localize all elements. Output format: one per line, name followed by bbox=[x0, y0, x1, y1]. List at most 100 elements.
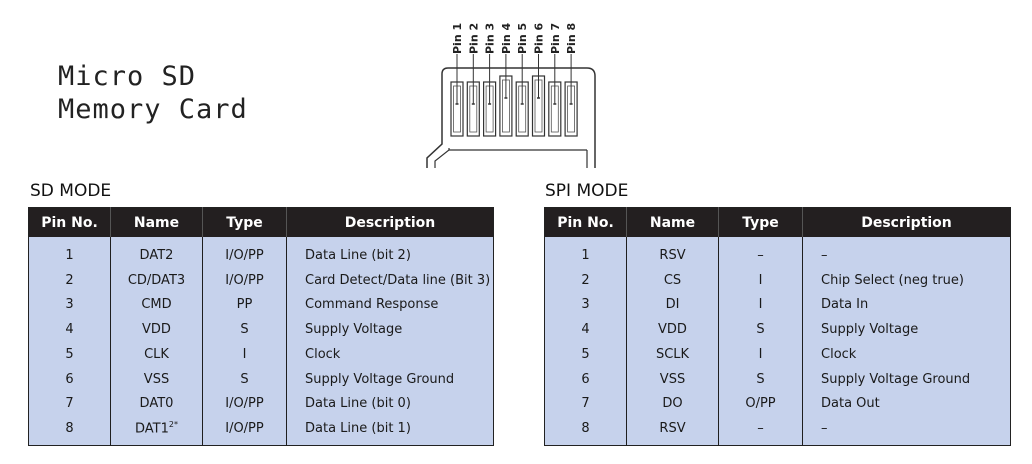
pin-number-cell-text: 2 bbox=[65, 272, 74, 288]
description-cell-text: Data Line (bit 2) bbox=[305, 247, 411, 263]
header-type: Type bbox=[202, 207, 287, 237]
type-cell: PP bbox=[202, 292, 287, 318]
description-cell-text: Data Line (bit 0) bbox=[305, 396, 411, 412]
description-cell: Supply Voltage bbox=[286, 317, 494, 342]
table-row: 4 VDD S Supply Voltage bbox=[29, 317, 494, 342]
description-cell: Data In bbox=[802, 292, 1011, 318]
pin-label-8: Pin 8 bbox=[565, 23, 578, 54]
name-cell: VSS bbox=[110, 366, 203, 392]
type-cell-text: I bbox=[242, 346, 247, 362]
name-cell: SCLK bbox=[626, 341, 719, 367]
card-outline bbox=[426, 67, 596, 168]
name-cell: DAT0 bbox=[110, 391, 203, 417]
pin-number-cell: 8 bbox=[29, 416, 111, 445]
type-cell: I bbox=[718, 341, 803, 367]
name-cell-text: RSV bbox=[659, 247, 686, 263]
name-cell: VDD bbox=[110, 317, 203, 342]
description-cell-text: Data In bbox=[821, 297, 869, 313]
name-cell: VDD bbox=[626, 317, 719, 342]
pin-number-cell-text: 1 bbox=[581, 247, 590, 263]
pin-label-2: Pin 2 bbox=[467, 23, 480, 54]
description-cell-text: Clock bbox=[305, 346, 341, 362]
type-cell-text: S bbox=[756, 371, 765, 387]
type-cell-text: PP bbox=[236, 297, 253, 313]
name-cell-text: DO bbox=[662, 396, 683, 412]
pin-number-cell: 5 bbox=[545, 342, 627, 367]
name-cell-text: CS bbox=[663, 272, 682, 288]
type-cell: – bbox=[718, 416, 803, 446]
spi-table-header: Pin No. Name Type Description bbox=[544, 207, 1011, 237]
pin-number-cell: 3 bbox=[29, 293, 111, 318]
description-cell-text: Clock bbox=[821, 346, 857, 362]
pin-label-5: Pin 5 bbox=[516, 23, 529, 54]
description-cell-text: Data Out bbox=[821, 396, 880, 412]
pin-number-cell: 4 bbox=[29, 317, 111, 342]
header-name: Name bbox=[626, 207, 719, 237]
name-cell-text: CD/DAT3 bbox=[127, 272, 186, 288]
type-cell-text: S bbox=[240, 322, 249, 338]
description-cell: Data Line (bit 1) bbox=[286, 416, 494, 446]
pin-number-cell: 3 bbox=[545, 293, 627, 318]
description-cell: Data Line (bit 2) bbox=[286, 237, 494, 268]
pin-label-7: Pin 7 bbox=[549, 23, 562, 54]
type-cell: I/O/PP bbox=[202, 267, 287, 293]
name-cell-text: DAT2 bbox=[139, 247, 174, 263]
description-cell: Chip Select (neg true) bbox=[802, 267, 1011, 293]
type-cell: S bbox=[202, 366, 287, 392]
pin-number-cell: 1 bbox=[545, 237, 627, 268]
header-type: Type bbox=[718, 207, 803, 237]
name-cell: CMD bbox=[110, 292, 203, 318]
description-cell: Clock bbox=[286, 341, 494, 367]
type-cell: S bbox=[202, 317, 287, 342]
pin-label-1: Pin 1 bbox=[451, 23, 464, 54]
pin-number-cell: 2 bbox=[545, 268, 627, 293]
pin-number-cell-text: 8 bbox=[65, 421, 74, 437]
description-cell: Supply Voltage Ground bbox=[802, 366, 1011, 392]
name-cell-text: CMD bbox=[141, 297, 172, 313]
name-cell: CD/DAT3 bbox=[110, 267, 203, 293]
name-cell-text: DAT0 bbox=[139, 396, 174, 412]
name-cell-text: RSV bbox=[659, 421, 686, 437]
pin-number-cell-text: 7 bbox=[581, 396, 590, 412]
description-cell-text: Supply Voltage bbox=[305, 322, 403, 338]
header-pin-no: Pin No. bbox=[28, 207, 111, 237]
type-cell: O/PP bbox=[718, 391, 803, 417]
type-cell-text: S bbox=[240, 371, 249, 387]
table-row: 1 DAT2 I/O/PP Data Line (bit 2) bbox=[29, 237, 494, 268]
pin-number-cell: 1 bbox=[29, 237, 111, 268]
description-cell: Supply Voltage bbox=[802, 317, 1011, 342]
sd-table-header: Pin No. Name Type Description bbox=[28, 207, 494, 237]
pin-number-cell-text: 6 bbox=[65, 371, 74, 387]
table-row: 5 CLK I Clock bbox=[29, 341, 494, 367]
name-cell-text: VSS bbox=[143, 371, 170, 387]
description-cell-text: Data Line (bit 1) bbox=[305, 421, 411, 437]
description-cell-text: – bbox=[821, 421, 828, 437]
name-cell: CLK bbox=[110, 341, 203, 367]
name-cell-text: VSS bbox=[659, 371, 686, 387]
table-row: 8 RSV – – bbox=[545, 416, 1011, 446]
name-cell-text: VDD bbox=[658, 322, 687, 338]
type-cell: – bbox=[718, 237, 803, 268]
pin-number-cell-text: 5 bbox=[581, 346, 590, 362]
spi-mode-title: SPI MODE bbox=[545, 181, 629, 201]
name-cell-text: VDD bbox=[142, 322, 171, 338]
pin-label-6: Pin 6 bbox=[533, 23, 546, 54]
pin-number-cell-text: 8 bbox=[581, 421, 590, 437]
header-name: Name bbox=[110, 207, 203, 237]
type-cell-text: I/O/PP bbox=[225, 272, 264, 288]
pin-number-cell-text: 5 bbox=[65, 346, 74, 362]
description-cell-text: Command Response bbox=[305, 297, 439, 313]
pin-number-cell-text: 3 bbox=[65, 297, 74, 313]
type-cell-text: I/O/PP bbox=[225, 247, 264, 263]
type-cell: I bbox=[718, 292, 803, 318]
footnote-mark: 2* bbox=[168, 420, 178, 430]
table-row: 7 DO O/PP Data Out bbox=[545, 391, 1011, 417]
